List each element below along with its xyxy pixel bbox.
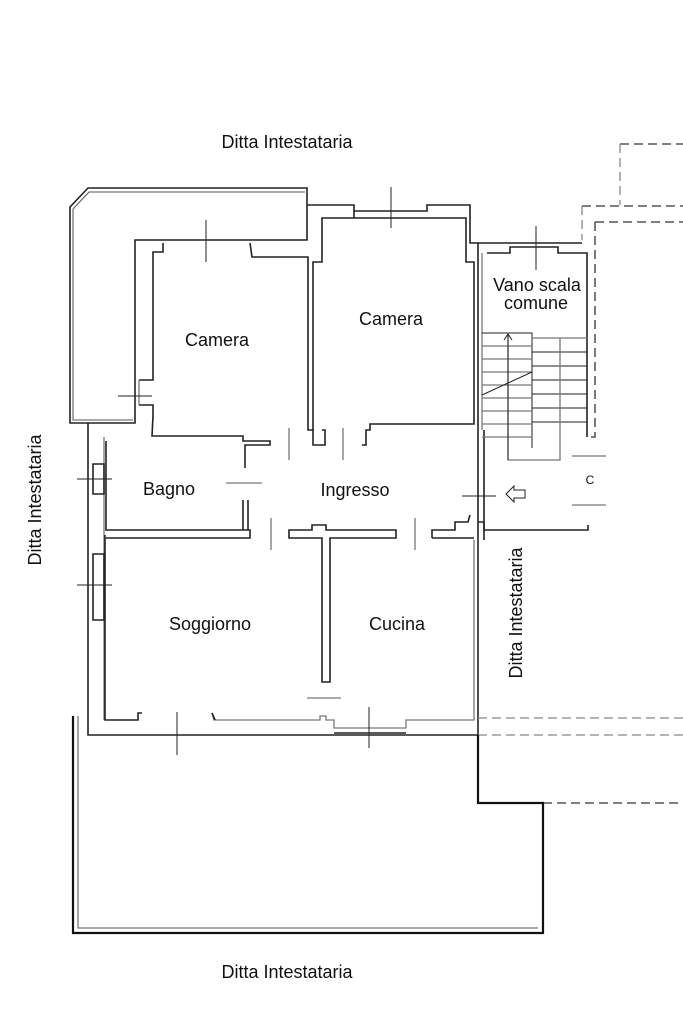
room-label-cucina: Cucina <box>369 614 426 634</box>
terrace-bottom <box>71 716 545 935</box>
outer-walls <box>87 204 479 736</box>
room-label-camera-left: Camera <box>185 330 250 350</box>
room-label-stair-2: comune <box>504 293 568 313</box>
room-walls-camera-right <box>312 211 475 446</box>
neighbor-label-right: Ditta Intestataria <box>506 546 526 678</box>
neighbor-boundaries <box>478 143 683 804</box>
room-label-bagno: Bagno <box>143 479 195 499</box>
room-label-ingresso: Ingresso <box>320 480 389 500</box>
stairwell: C <box>478 242 606 540</box>
neighbor-label-bottom: Ditta Intestataria <box>221 962 353 982</box>
window-marks <box>77 187 537 755</box>
terrace-inner-line <box>77 716 538 929</box>
stair-steps <box>481 333 587 461</box>
lift-mark: C <box>586 473 595 487</box>
room-label-stair-1: Vano scala <box>493 275 582 295</box>
room-walls-camera-left <box>138 242 326 468</box>
room-walls-ingresso <box>270 428 474 699</box>
room-label-camera-right: Camera <box>359 309 424 329</box>
neighbor-label-top: Ditta Intestataria <box>221 132 353 152</box>
room-label-soggiorno: Soggiorno <box>169 614 251 634</box>
arrow-left-icon <box>505 484 526 504</box>
room-walls-bagno <box>105 441 262 539</box>
neighbor-label-left: Ditta Intestataria <box>25 433 45 565</box>
balcony-top-left <box>69 187 308 424</box>
